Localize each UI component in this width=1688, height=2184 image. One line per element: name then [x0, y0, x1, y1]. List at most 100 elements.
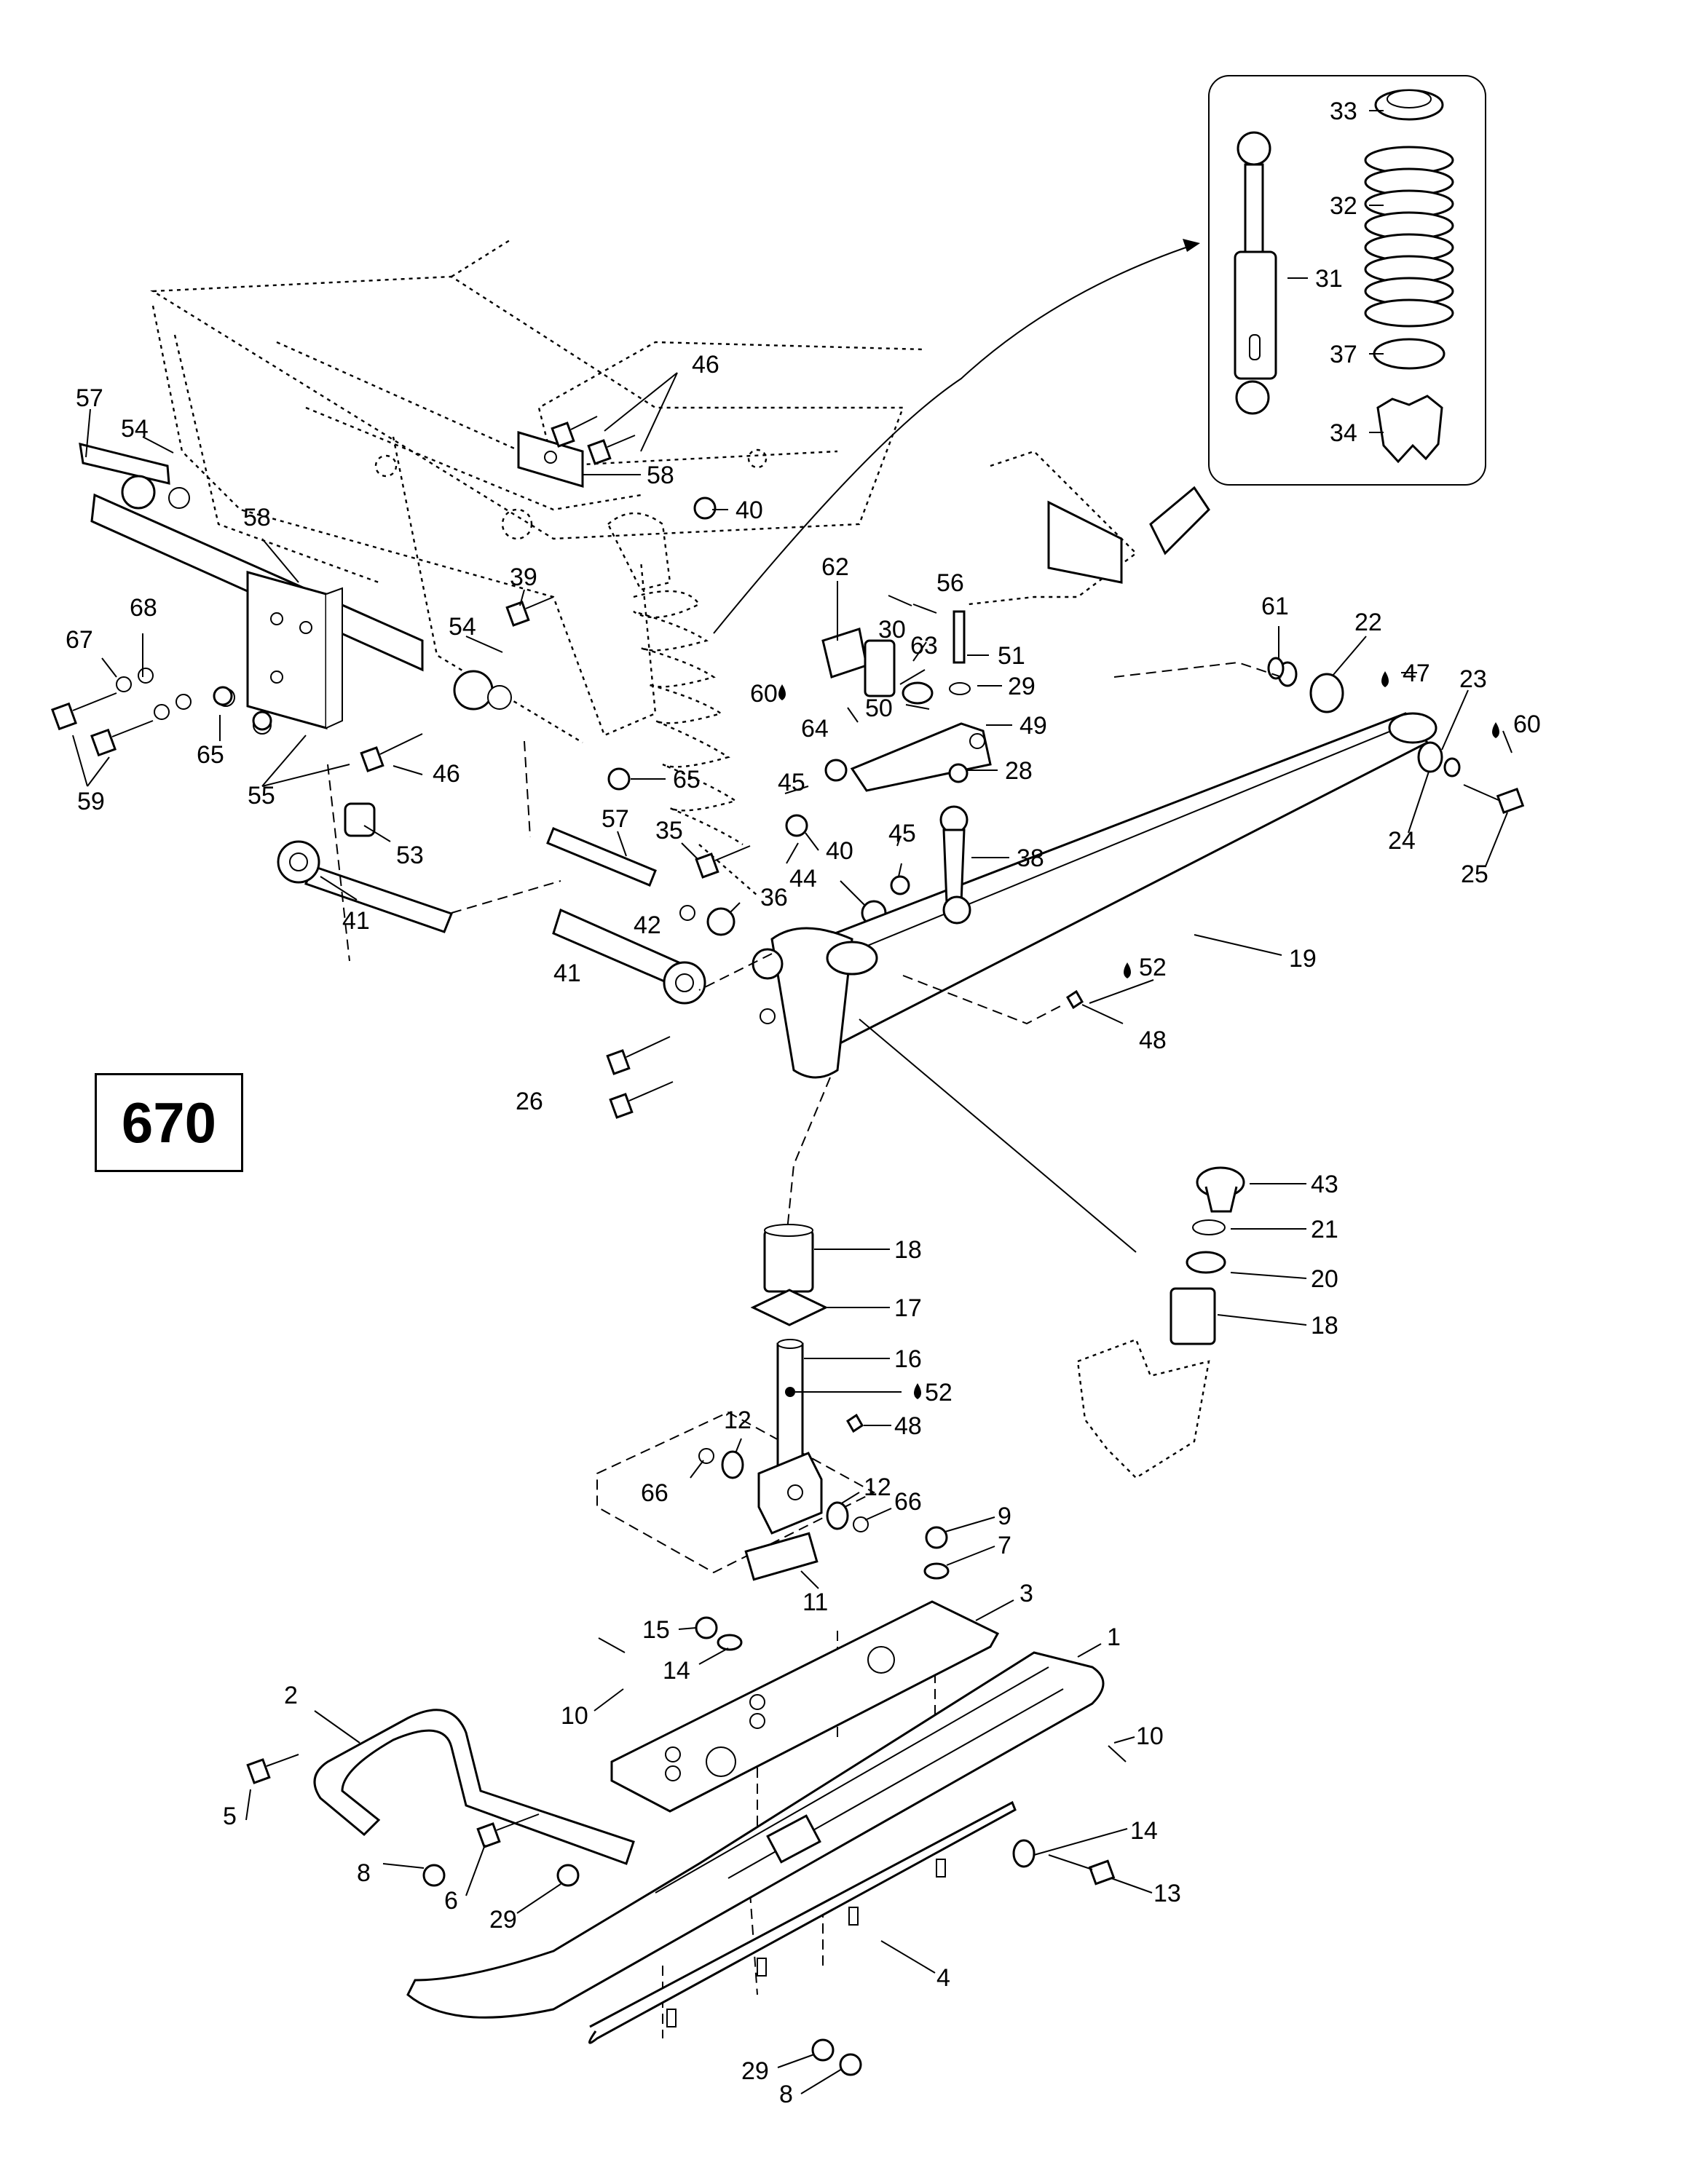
callout-4: 4 — [936, 1964, 950, 1992]
callout-1: 1 — [1107, 1623, 1121, 1651]
callout-55: 55 — [248, 782, 275, 810]
callout-41: 41 — [342, 907, 370, 935]
callout-66: 66 — [894, 1488, 922, 1516]
callout-63: 63 — [910, 632, 938, 660]
callout-52: 52 — [1139, 954, 1167, 981]
callout-14: 14 — [663, 1657, 690, 1685]
callout-59: 59 — [77, 788, 105, 815]
callout-33: 33 — [1330, 98, 1357, 125]
callout-6: 6 — [444, 1887, 458, 1915]
callout-57: 57 — [76, 384, 103, 412]
callout-5: 5 — [223, 1803, 237, 1830]
left-bracket-assembly — [51, 416, 887, 1005]
spindle-stack — [698, 1224, 869, 1581]
callout-54: 54 — [449, 613, 476, 641]
page-number: 670 — [121, 1090, 217, 1155]
callout-18: 18 — [1311, 1312, 1338, 1340]
callout-24: 24 — [1388, 827, 1416, 855]
callout-46: 46 — [692, 351, 719, 379]
ski-assembly — [246, 1526, 1127, 2076]
callout-43: 43 — [1311, 1171, 1338, 1198]
shock-inset-panel — [1208, 75, 1486, 486]
callout-50: 50 — [865, 695, 893, 722]
callout-14: 14 — [1130, 1817, 1158, 1845]
coil-spring-part — [1364, 146, 1454, 328]
callout-45: 45 — [778, 769, 805, 796]
preload-adjuster-part — [1376, 395, 1443, 464]
page-number-box: 670 — [95, 1073, 243, 1172]
bushing-detail — [1076, 1166, 1245, 1479]
callout-42: 42 — [634, 911, 661, 939]
callout-2: 2 — [284, 1682, 298, 1709]
callout-67: 67 — [66, 626, 93, 654]
callout-61: 61 — [1261, 593, 1289, 620]
callout-52: 52 — [925, 1379, 953, 1406]
callout-10: 10 — [561, 1702, 588, 1730]
callout-11: 11 — [802, 1588, 828, 1616]
callout-36: 36 — [760, 884, 788, 911]
callout-41: 41 — [553, 960, 581, 987]
installed-shock-ghost — [607, 512, 758, 896]
trailing-arm-assembly — [606, 450, 1525, 1119]
callout-7: 7 — [998, 1532, 1011, 1559]
callout-leaders — [72, 110, 1513, 2094]
callout-12: 12 — [724, 1406, 752, 1434]
callout-34: 34 — [1330, 419, 1357, 447]
callout-62: 62 — [821, 553, 849, 581]
callout-45: 45 — [888, 820, 916, 847]
callout-39: 39 — [510, 563, 537, 591]
callout-23: 23 — [1459, 665, 1487, 693]
callout-51: 51 — [998, 642, 1025, 670]
detail-arrow — [713, 244, 1195, 634]
callout-12: 12 — [864, 1473, 891, 1501]
callout-8: 8 — [357, 1859, 371, 1887]
callout-48: 48 — [1139, 1026, 1167, 1054]
callout-46: 46 — [433, 760, 460, 788]
callout-60: 60 — [750, 680, 778, 708]
callout-13: 13 — [1153, 1880, 1181, 1907]
lubricant-drop-icon — [778, 671, 1499, 1399]
callout-25: 25 — [1461, 860, 1488, 888]
callout-16: 16 — [894, 1345, 922, 1373]
callout-48: 48 — [894, 1412, 922, 1440]
callout-28: 28 — [1005, 757, 1033, 785]
callout-56: 56 — [936, 569, 964, 597]
callout-19: 19 — [1289, 945, 1317, 973]
callout-65: 65 — [673, 766, 701, 794]
callout-22: 22 — [1354, 609, 1382, 636]
callout-66: 66 — [641, 1479, 669, 1507]
callout-3: 3 — [1019, 1580, 1033, 1607]
callout-20: 20 — [1311, 1265, 1338, 1293]
callout-68: 68 — [130, 594, 157, 622]
callout-9: 9 — [998, 1503, 1011, 1530]
callout-26: 26 — [516, 1088, 543, 1115]
callout-29: 29 — [1008, 673, 1036, 700]
callout-21: 21 — [1311, 1216, 1338, 1243]
callout-40: 40 — [826, 837, 853, 865]
callout-29: 29 — [741, 2057, 769, 2085]
callout-29: 29 — [489, 1906, 517, 1934]
shock-absorber-part — [1234, 131, 1277, 415]
callout-31: 31 — [1315, 265, 1343, 293]
callout-15: 15 — [642, 1616, 670, 1644]
callout-58: 58 — [647, 462, 674, 489]
callout-35: 35 — [655, 817, 683, 844]
callout-53: 53 — [396, 842, 424, 869]
callout-30: 30 — [878, 616, 906, 644]
callout-37: 37 — [1330, 341, 1357, 368]
callout-18: 18 — [894, 1236, 922, 1264]
callout-8: 8 — [779, 2081, 793, 2108]
callout-labels: 57 54 46 58 40 58 39 54 68 67 65 55 59 4… — [66, 98, 1541, 2108]
callout-44: 44 — [789, 865, 817, 893]
callout-49: 49 — [1019, 712, 1047, 740]
callout-10: 10 — [1136, 1722, 1164, 1750]
callout-47: 47 — [1403, 660, 1430, 687]
callout-17: 17 — [894, 1294, 922, 1322]
callout-38: 38 — [1017, 844, 1044, 872]
callout-64: 64 — [801, 715, 829, 743]
callout-60: 60 — [1513, 711, 1541, 738]
callout-32: 32 — [1330, 192, 1357, 220]
callout-57: 57 — [602, 805, 629, 833]
callout-58: 58 — [243, 504, 271, 531]
